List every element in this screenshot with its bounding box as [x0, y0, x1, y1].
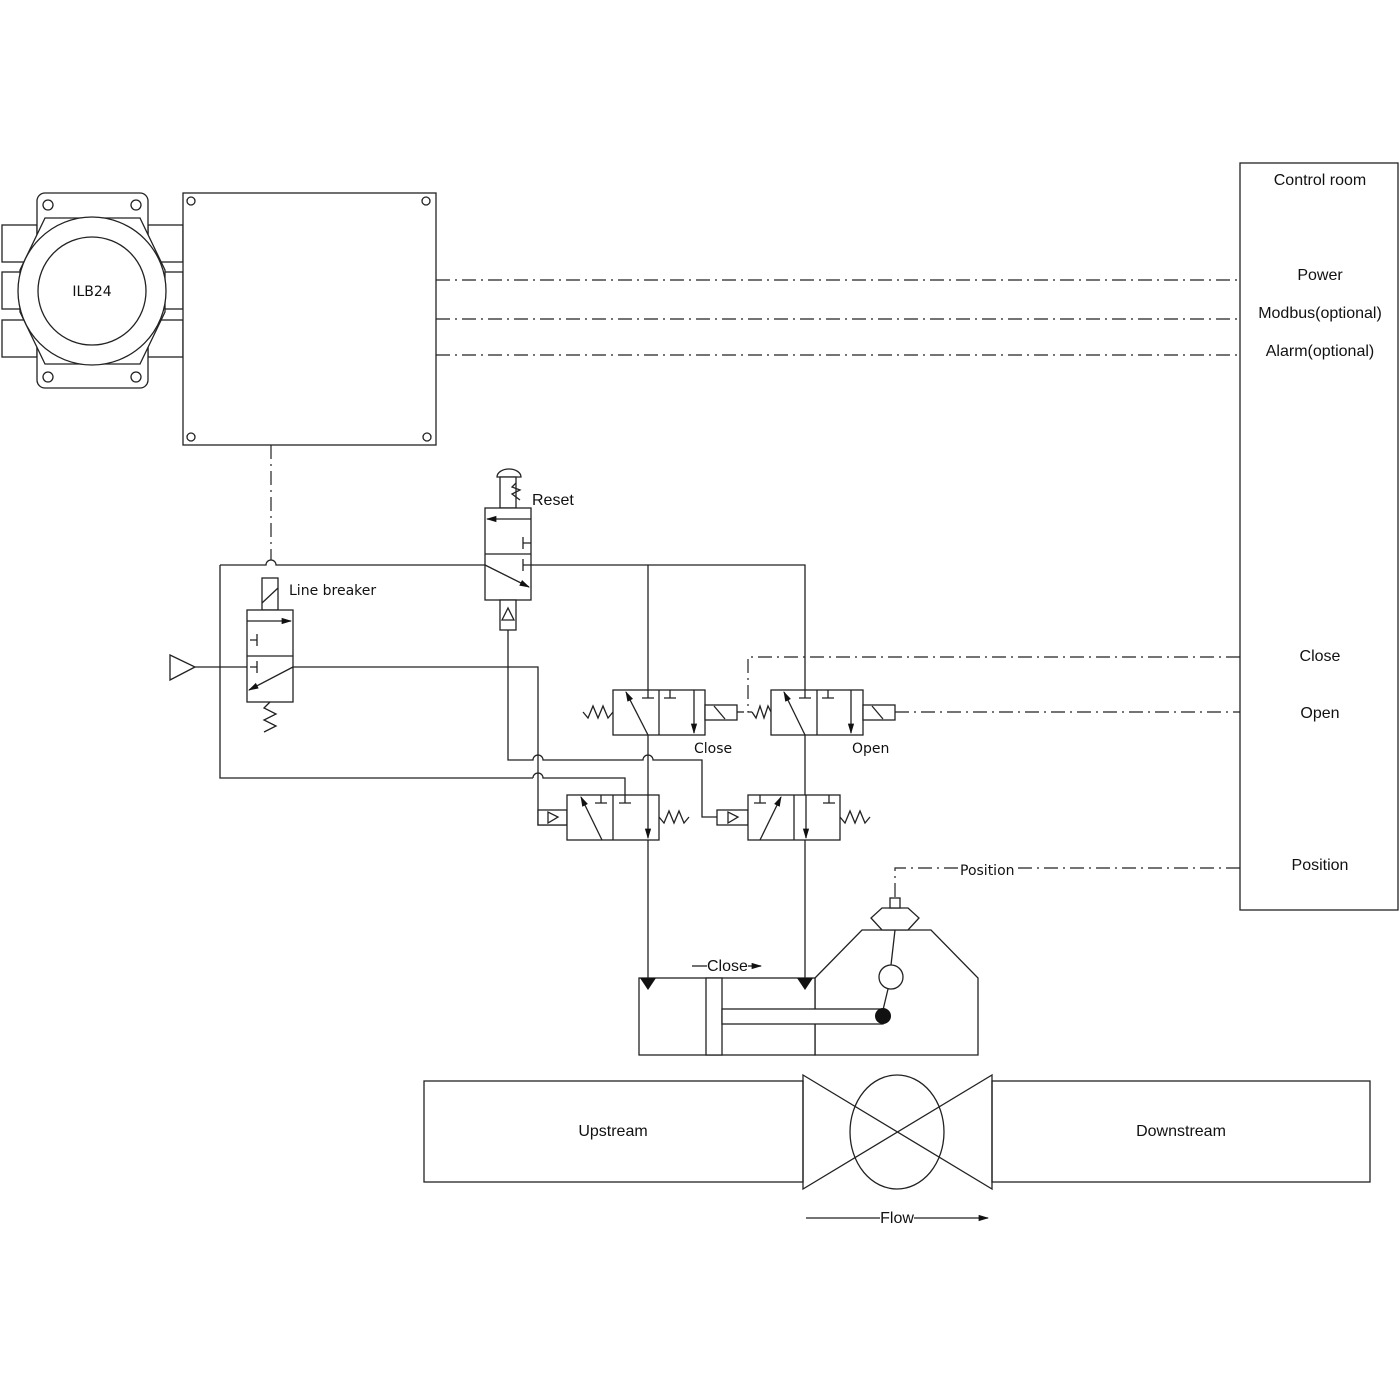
signal-open: Open — [1300, 705, 1339, 722]
open-solenoid-valve: Open — [751, 689, 896, 757]
control-room-title: Control room — [1274, 172, 1366, 189]
signal-close: Close — [1300, 648, 1341, 665]
junction-box — [182, 192, 437, 446]
pilot-valve-left — [537, 794, 690, 841]
signal-alarm: Alarm(optional) — [1266, 343, 1374, 360]
line-breaker-valve: Line breaker — [246, 577, 376, 733]
signal-position: Position — [1292, 857, 1349, 874]
downstream-label: Downstream — [1136, 1123, 1226, 1140]
pilot-valve-right — [716, 794, 871, 841]
actuator-close-label: Close — [707, 958, 748, 975]
flow-label: Flow — [880, 1210, 914, 1227]
control-room-panel: Control room Power Modbus(optional) Alar… — [1239, 162, 1399, 911]
reset-valve[interactable]: Reset — [484, 468, 574, 631]
reset-label: Reset — [532, 492, 574, 509]
actuator: Close Position — [638, 863, 1015, 1056]
close-valve-label: Close — [694, 741, 732, 757]
signal-power: Power — [1297, 267, 1343, 284]
signal-modbus: Modbus(optional) — [1258, 305, 1382, 322]
device-name: ILB24 — [72, 284, 111, 300]
pipeline: Upstream Downstream Flow — [423, 1073, 1371, 1227]
line-breaker-label: Line breaker — [289, 583, 376, 599]
signal-lines — [270, 279, 1240, 898]
position-label: Position — [960, 863, 1015, 879]
downstream-pipe — [991, 1080, 1371, 1183]
valve-body — [802, 1073, 993, 1191]
air-piping — [169, 559, 806, 978]
upstream-label: Upstream — [578, 1123, 647, 1140]
ilb24-device: ILB24 — [1, 192, 184, 389]
close-solenoid-valve: Close — [582, 689, 744, 757]
open-valve-label: Open — [852, 741, 889, 757]
